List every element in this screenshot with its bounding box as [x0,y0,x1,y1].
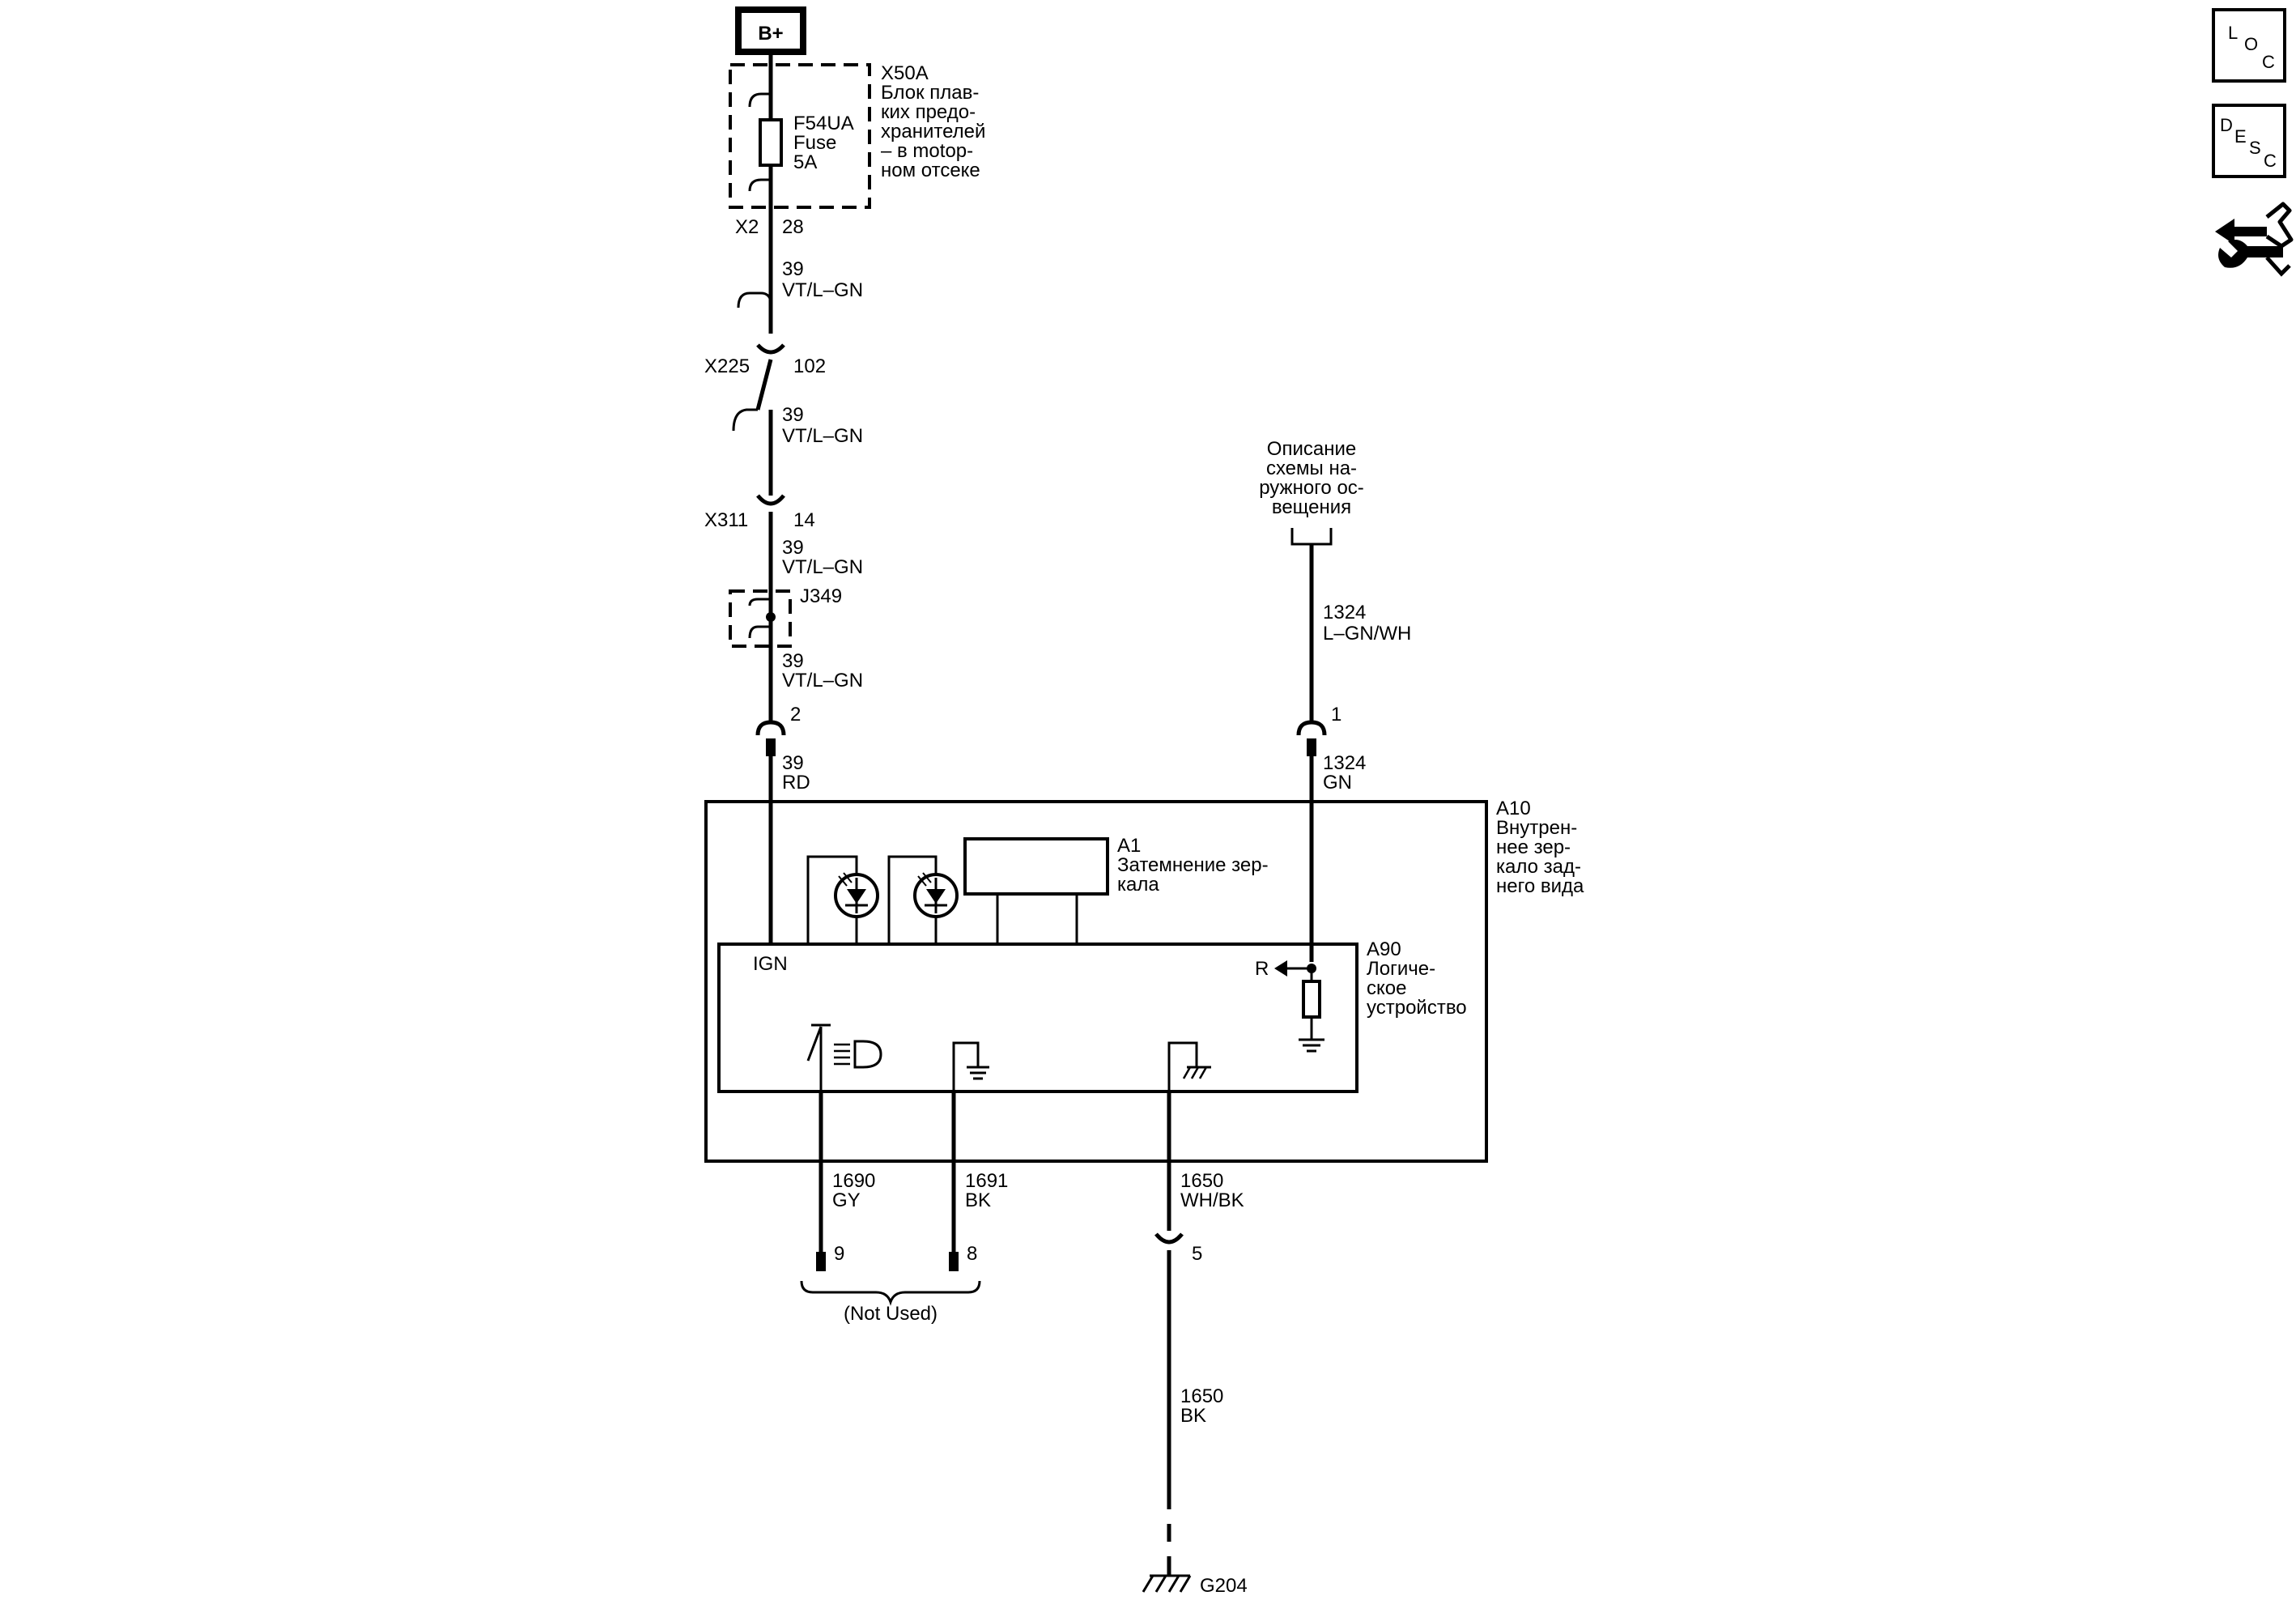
wire-1324b-circuit: 1324 [1323,752,1366,774]
ign-pin-label: IGN [753,953,788,975]
wire-seg-4-circuit: 39 [782,650,804,672]
pin-8-label: 8 [967,1243,977,1265]
photo-sensor-1-icon [806,855,879,944]
wire-seg-3-circuit: 39 [782,537,804,559]
fuse-id: F54UA [793,113,854,134]
resistor-icon [1302,980,1321,1019]
fuse-block-desc-3: хранителей [881,121,985,143]
fuse-block-id: X50A [881,62,929,84]
svg-text:D: D [2220,115,2233,135]
wire-seg-5-color: RD [782,772,810,794]
wire-1324b-color: GN [1323,772,1352,794]
wire-seg-4-color: VT/L–GN [782,670,863,691]
logic-desc-3: устройство [1367,997,1467,1019]
wire-seg-2-color: VT/L–GN [782,425,863,447]
wire-1690-circuit: 1690 [832,1170,875,1192]
fuse-block-desc-2: ких предо- [881,101,976,123]
splice-j349: J349 [729,585,842,648]
pin-5-label: 5 [1192,1243,1202,1265]
wire-seg-1-color: VT/L–GN [782,279,863,301]
photo-sensor-2-icon [887,855,959,944]
fuse-block-desc-1: Блок плав- [881,82,979,104]
wire-1324a-circuit: 1324 [1323,602,1366,623]
logic-desc-1: Логиче- [1367,958,1435,980]
mirror-desc-1: Внутрен- [1496,817,1577,839]
connector-x225-label: X225 [704,355,750,377]
dimming-desc-2: кала [1117,874,1159,896]
connector-x2-label: X2 [735,216,759,238]
mirror-module-a10: A10 Внутрен- нее зер- кало зад- него вид… [704,798,1584,1163]
svg-text:L: L [2228,23,2238,43]
logic-unit-a90: IGN A90 Логиче- ское устройство [717,938,1467,1093]
wire-1691-color: BK [965,1189,991,1211]
connector-x311-label: X311 [704,509,748,531]
reverse-label: R [1255,958,1269,980]
loc-icon[interactable]: L O C [2212,8,2286,83]
signal-ground-icon [952,1041,989,1091]
mirror-id: A10 [1496,798,1531,819]
wire-1691-circuit: 1691 [965,1170,1008,1192]
svg-text:E: E [2234,126,2247,147]
logic-desc-2: ское [1367,977,1406,999]
desc-icon[interactable]: D E S C [2212,104,2286,178]
fuse-rating: 5A [793,151,817,173]
connector-pin-5: 5 [1154,1232,1202,1265]
svg-text:S: S [2249,138,2261,158]
wire-seg-1-circuit: 39 [782,258,804,280]
headlamp-switch-icon [806,1023,882,1091]
wire-1650b-color: BK [1180,1405,1206,1427]
fuse-type: Fuse [793,132,836,154]
svg-text:C: C [2264,151,2277,171]
svg-text:C: C [2262,52,2275,72]
fuse-f54ua-icon [759,118,783,167]
svg-text:O: O [2244,34,2258,54]
mirror-desc-2: нее зер- [1496,836,1571,858]
dimming-id: A1 [1117,835,1141,857]
mirror-desc-4: него вида [1496,875,1584,897]
mirror-desc-3: кало зад- [1496,856,1581,878]
connector-pin-1: 1 [1296,704,1341,756]
pin-1-label: 1 [1331,704,1341,726]
wire-seg-2-circuit: 39 [782,404,804,426]
splice-j349-label: J349 [800,585,842,607]
wire-1690-color: GY [832,1189,861,1211]
battery-label: B+ [758,23,783,45]
connector-pin-2: 2 [755,704,801,756]
ground-symbol-icon [1299,1038,1324,1053]
lighting-ref-line-2: схемы на- [1266,457,1357,479]
mirror-dimming-a1: A1 Затемнение зер- кала [963,835,1269,944]
dimming-desc-1: Затемнение зер- [1117,854,1269,876]
pin-2-label: 2 [790,704,801,726]
wire-1650a-color: WH/BK [1180,1189,1244,1211]
fuse-block-x50a: F54UA Fuse 5A X50A Блок плав- ких предо-… [729,62,985,209]
wire-1650b-circuit: 1650 [1180,1385,1223,1407]
reverse-input-r: R [1255,958,1324,1053]
connector-x311: X311 14 [704,494,815,599]
lighting-ref-line-1: Описание [1267,438,1356,460]
ground-g204-icon [1142,1563,1192,1593]
logic-id: A90 [1367,938,1401,960]
battery-power-terminal: B+ [735,6,806,55]
connector-tool-icon[interactable] [2215,202,2294,277]
pin-9-terminal [816,1252,826,1271]
fuse-block-desc-4: – в motор- [881,140,973,162]
chassis-ground-icon [1167,1041,1211,1091]
lighting-ref-line-3: ружного ос- [1259,477,1364,499]
not-used-label: (Not Used) [844,1303,938,1325]
wire-seg-3-color: VT/L–GN [782,556,863,578]
wire-1324a-color: L–GN/WH [1323,623,1411,645]
pin-8-terminal [949,1252,959,1271]
fuse-block-desc-5: ном отсеке [881,160,980,181]
wire-1650a-circuit: 1650 [1180,1170,1223,1192]
connector-x225-pin: 102 [793,355,826,377]
connector-x2-pin: 28 [782,216,804,238]
ground-g204-label: G204 [1200,1575,1248,1597]
pin-9-label: 9 [834,1243,844,1265]
connector-x311-pin: 14 [793,509,815,531]
wire-seg-5-circuit: 39 [782,752,804,774]
lighting-ref-line-4: вещения [1272,496,1351,518]
connector-x225: X225 102 [704,343,826,411]
exterior-lighting-reference: Описание схемы на- ружного ос- вещения [1259,438,1364,546]
